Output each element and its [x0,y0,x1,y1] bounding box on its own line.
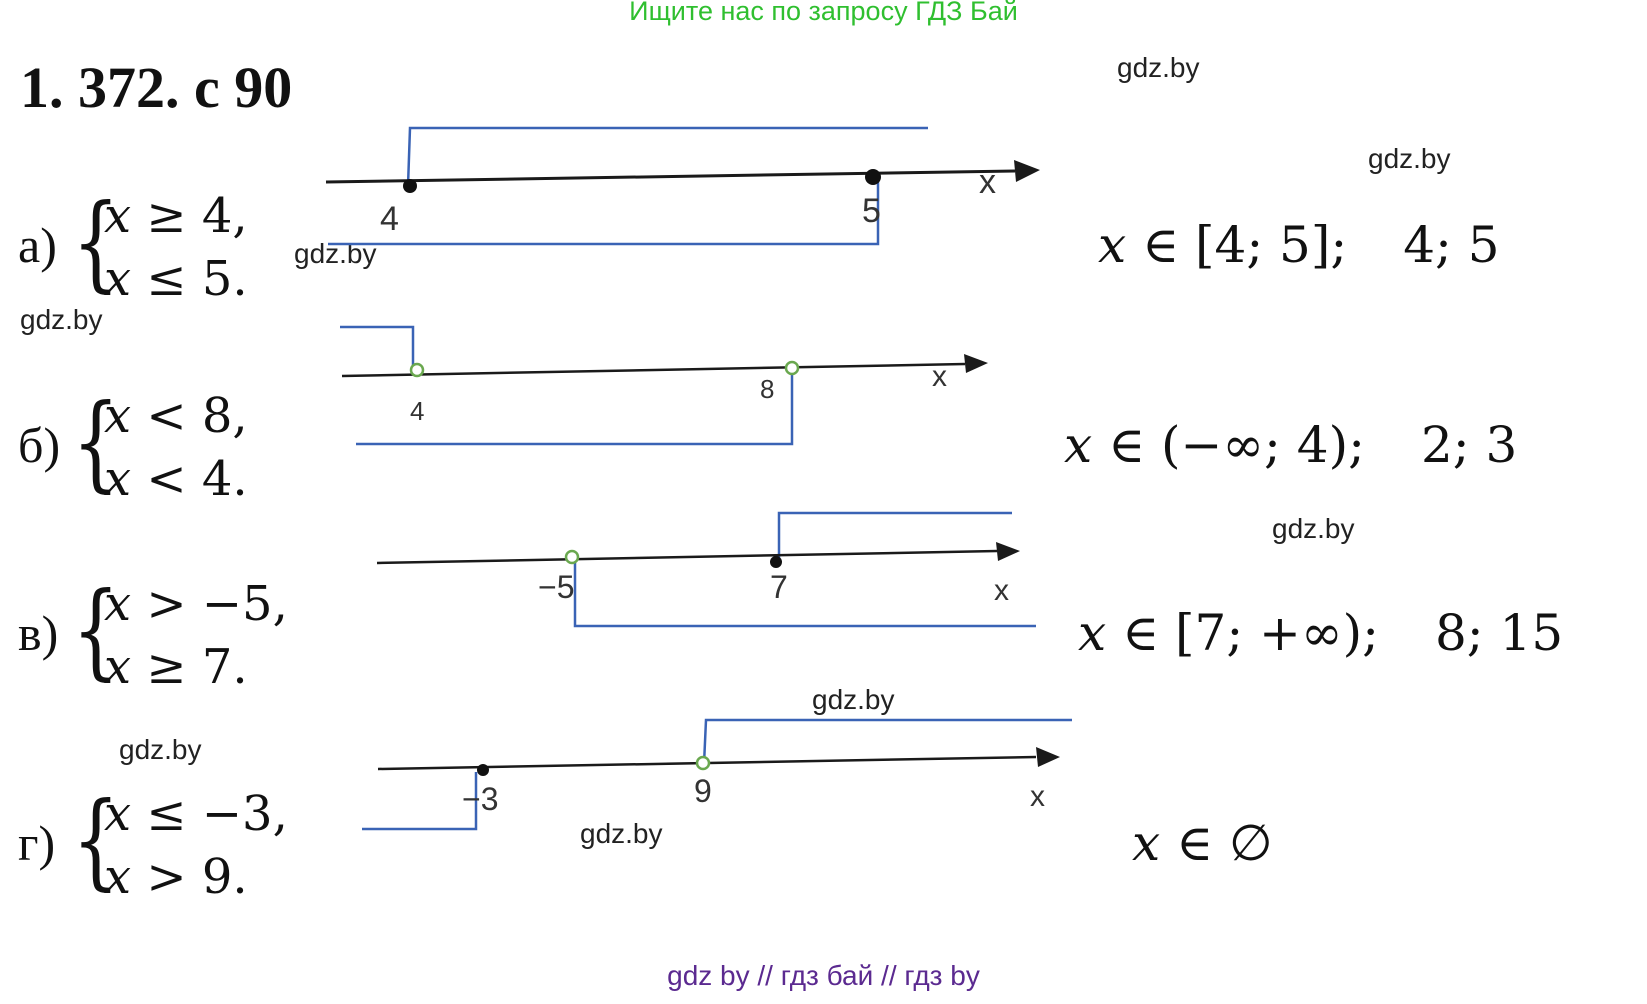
system-brace: { [72,181,120,303]
tick-label: 8 [760,374,774,404]
problem-letter: г) [18,815,56,871]
hatch-line-upper [777,511,1012,562]
axis-line [325,169,1016,184]
axis-arrow [964,354,988,373]
axis-line [376,549,998,565]
open-point [409,362,425,378]
tick-label: 9 [694,773,712,809]
hatch-line-lower [356,374,794,446]
watermark: gdz.by [1117,52,1200,83]
inequality-2: x ≤ 5. [104,251,248,307]
system-brace: { [72,381,120,503]
exercise-title: 1. 372. с 90 [20,55,293,120]
open-point [695,755,711,771]
closed-point [403,179,417,193]
axis-line [341,362,966,378]
problem-letter: б) [18,417,61,473]
number-line-v: −5 7 x [376,511,1036,628]
hatch-line-lower [573,560,1036,628]
tick-label: 4 [380,200,399,238]
axis-arrow [1014,160,1040,182]
hatch-line-lower [328,178,880,246]
tick-label: 5 [862,192,881,230]
answer: x ∈ [7; +∞);8; 15 [1078,604,1564,662]
hatch-line-upper [406,126,928,187]
promo-banner: Ищите нас по запросу ГДЗ Бай [629,0,1018,26]
open-point [784,360,800,376]
closed-point [770,556,782,568]
answer: x ∈ (−∞; 4);2; 3 [1064,416,1518,474]
inequality-1: x > −5, [104,576,288,632]
watermark: gdz.by [1272,513,1355,544]
axis-label: x [994,574,1009,607]
watermark: gdz.by [20,304,103,335]
watermark: gdz.by [119,734,202,765]
inequality-1: x ≤ −3, [104,786,288,842]
inequality-1: x < 8, [104,388,248,444]
tick-label: −5 [538,569,574,605]
inequality-1: x ≥ 4, [104,188,248,244]
footer-watermark: gdz by // гдз бай // гдз by [667,960,980,991]
watermark: gdz.by [1368,143,1451,174]
watermark: gdz.by [812,684,895,715]
tick-label: 4 [410,396,424,426]
watermark: gdz.by [580,818,663,849]
axis-arrow [1036,747,1060,767]
problem-letter: в) [18,605,59,661]
axis-label: x [932,360,947,393]
hatch-line-upper [340,325,415,366]
answer: x ∈ [4; 5];4; 5 [1098,216,1500,274]
number-line-b: 4 8 x [340,325,988,446]
problem-letter: а) [18,217,57,273]
closed-point [865,169,881,185]
system-brace: { [72,569,120,691]
inequality-2: x > 9. [104,849,248,905]
closed-point [477,764,489,776]
system-brace: { [72,779,120,901]
tick-label: 7 [770,569,788,605]
hatch-line-upper [702,718,1072,765]
answer: x ∈ ∅ [1132,814,1273,872]
hatch-line-lower [362,772,478,831]
open-point [564,549,580,565]
axis-label: x [979,163,996,201]
number-line-g: −3 9 x [362,718,1072,831]
axis-label: x [1030,780,1045,813]
number-line-a: 4 5 x [325,126,1040,246]
axis-arrow [996,542,1020,561]
inequality-2: x < 4. [104,451,248,507]
tick-label: −3 [462,781,498,817]
inequality-2: x ≥ 7. [104,639,248,695]
